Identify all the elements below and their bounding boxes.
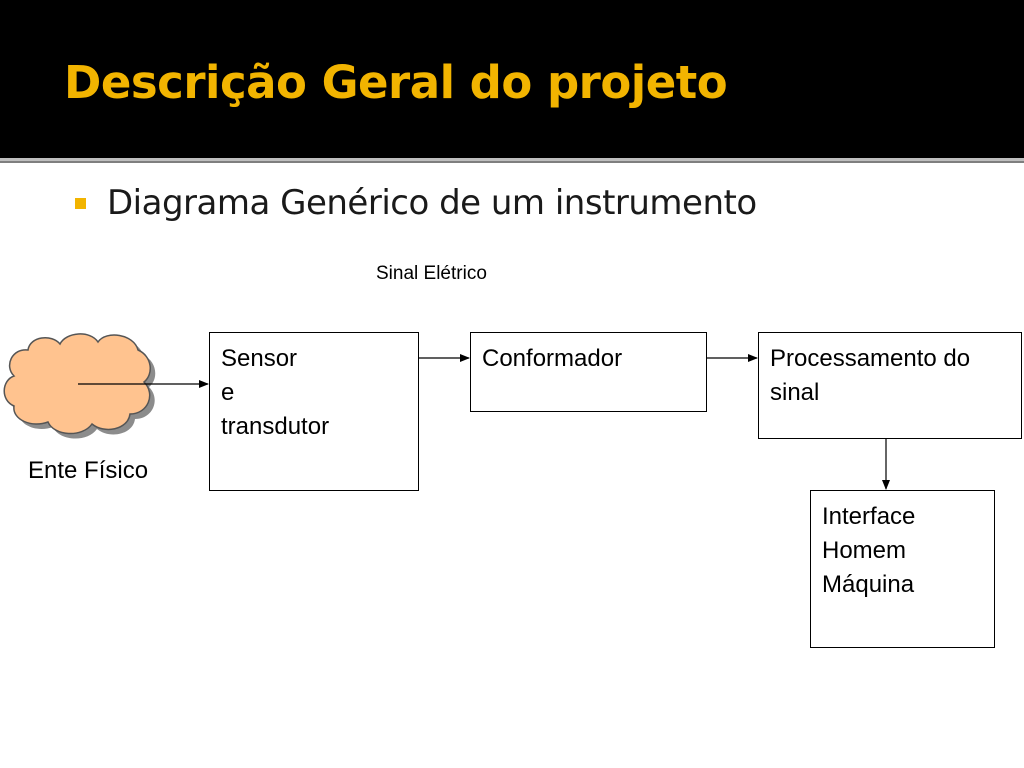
title-bar: Descrição Geral do projeto xyxy=(0,0,1024,158)
sensor-transducer-box: Sensor e transdutor xyxy=(209,332,419,491)
slide-title: Descrição Geral do projeto xyxy=(64,56,728,109)
title-divider-light xyxy=(0,158,1024,161)
signal-label: Sinal Elétrico xyxy=(376,263,487,284)
physical-entity-label: Ente Físico xyxy=(28,457,149,484)
bullet-square-icon xyxy=(75,198,86,209)
cloud-shadow xyxy=(9,338,156,439)
title-divider-dark xyxy=(0,161,1024,163)
bullet-text: Diagrama Genérico de um instrumento xyxy=(107,183,757,223)
physical-entity-cloud-icon xyxy=(3,333,151,435)
signal-processing-box: Processamento do sinal xyxy=(758,332,1022,439)
human-machine-interface-box: Interface Homem Máquina xyxy=(810,490,995,648)
conformador-box: Conformador xyxy=(470,332,707,412)
